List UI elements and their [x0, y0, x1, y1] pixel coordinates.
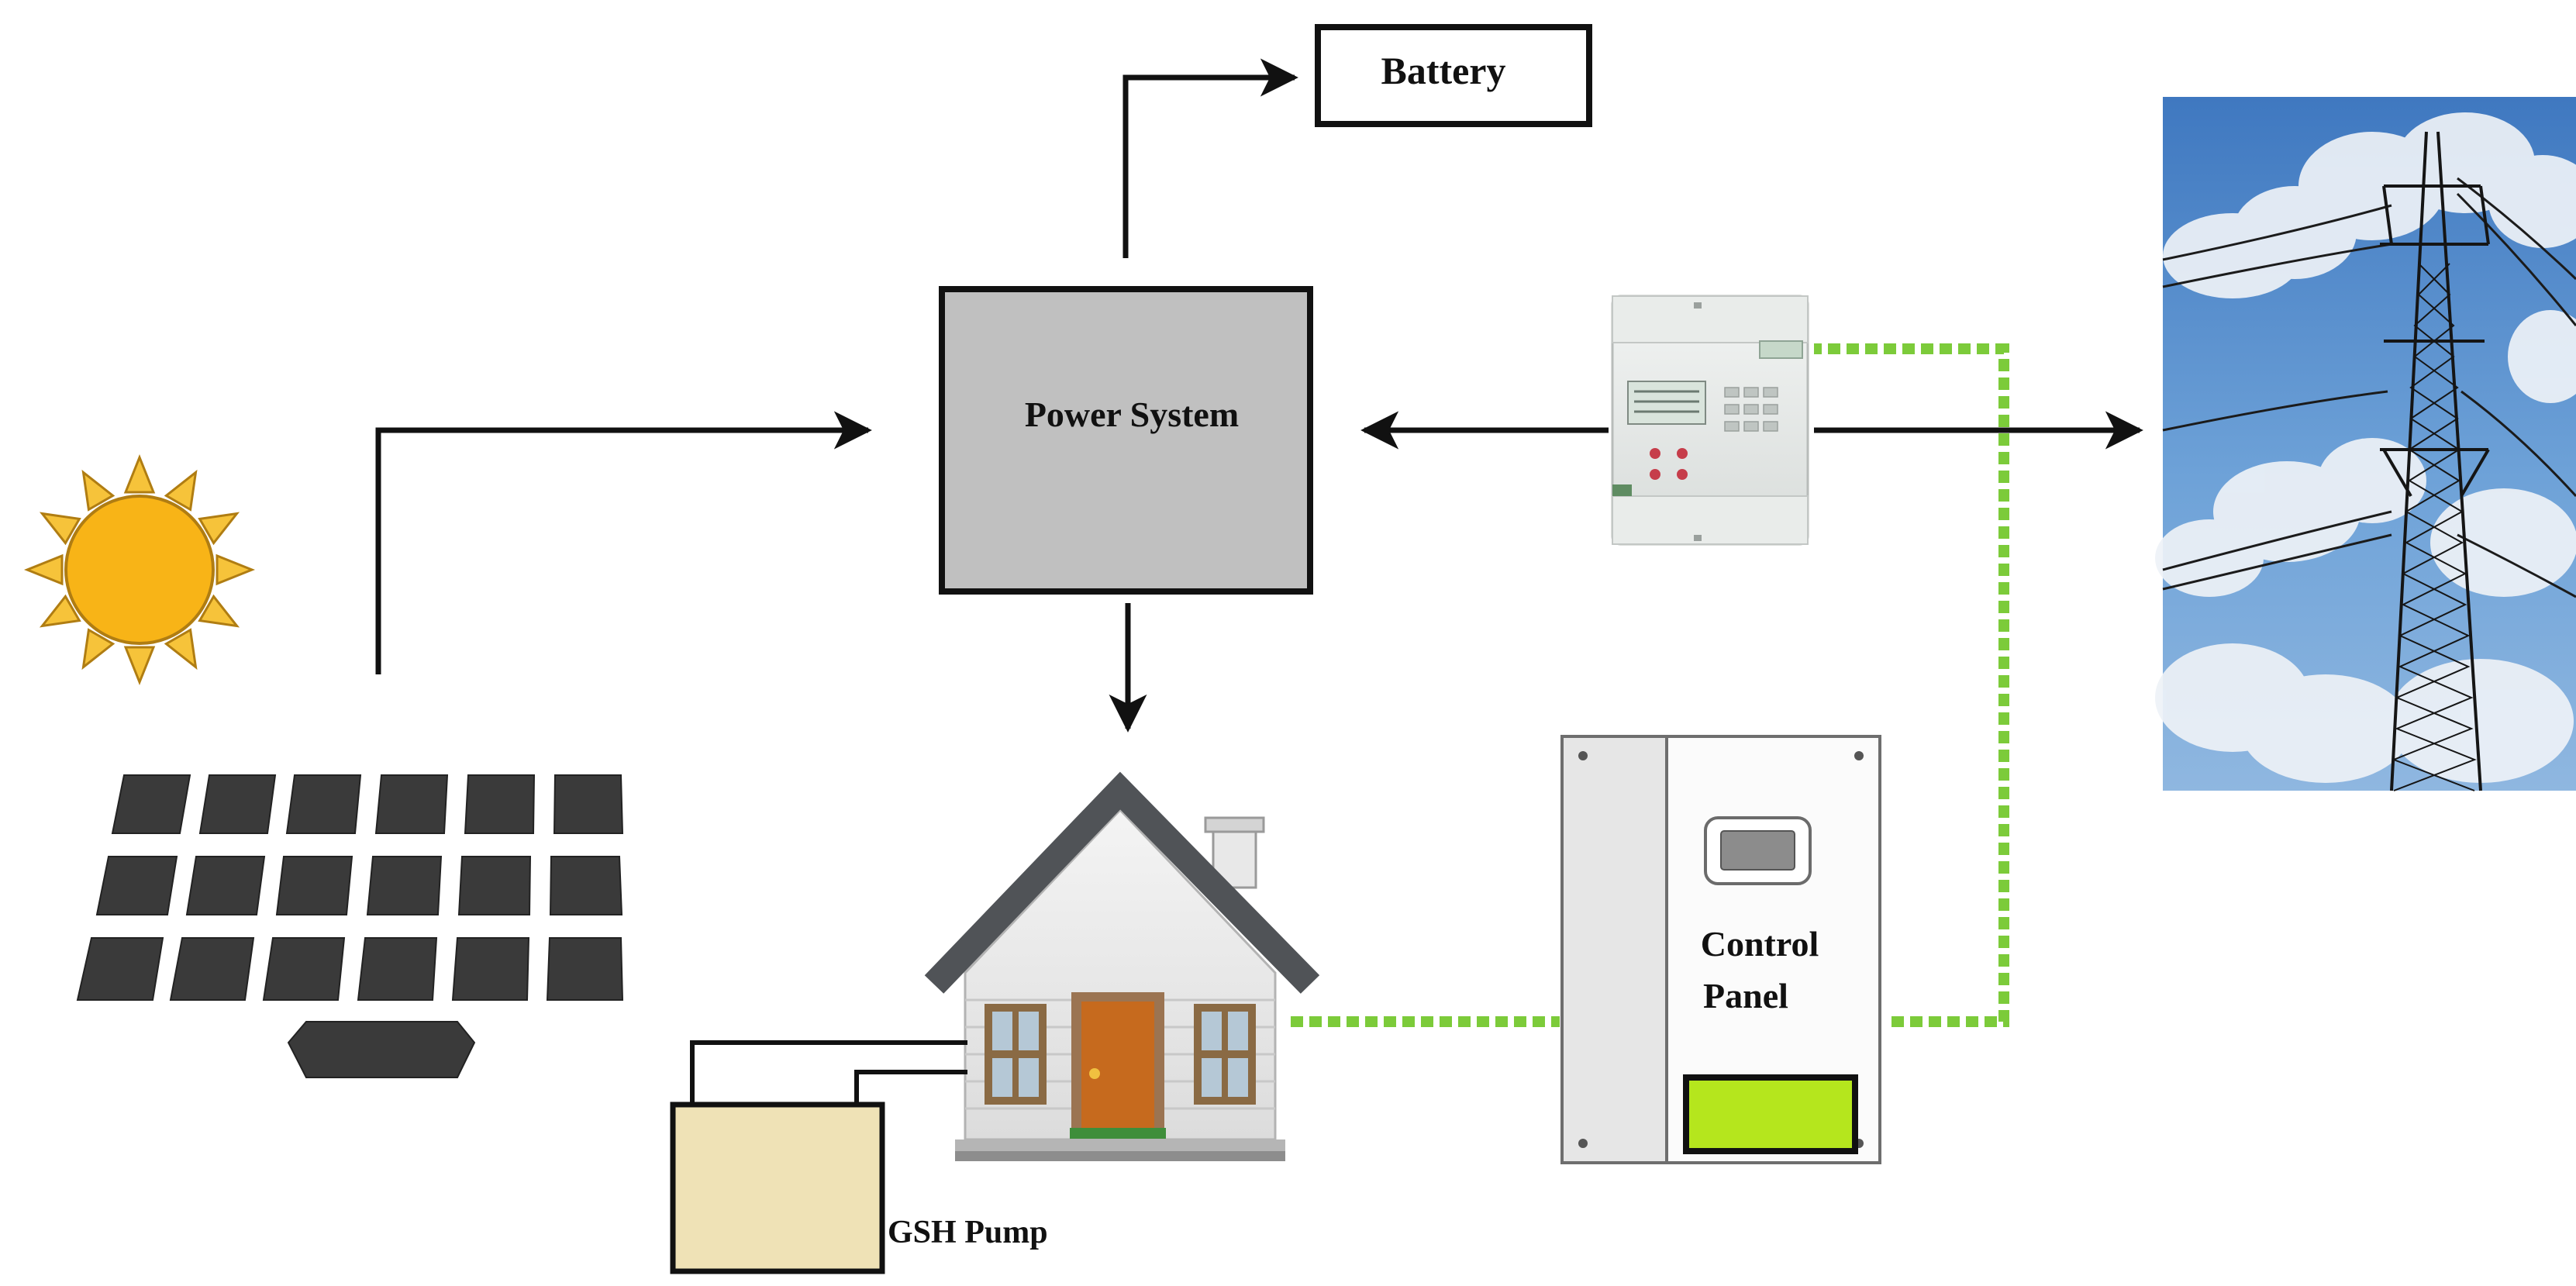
control-panel-label-line1: Control: [1701, 924, 1819, 964]
gsh-pump-label: GSH Pump: [888, 1215, 1048, 1250]
control-panel-screen: [1683, 1074, 1858, 1154]
control-panel-icon: [1560, 735, 1881, 1164]
house-pump-wire-lower: [854, 1070, 967, 1108]
sun-icon: [23, 453, 256, 686]
energy-meter-icon: [1611, 295, 1809, 546]
battery-box: [1315, 24, 1592, 127]
control-panel-meter-link: [1814, 343, 2009, 1027]
control-panel-label-line2: Panel: [1703, 976, 1788, 1015]
power-grid-tower-icon: [2155, 97, 2576, 791]
solar-panel-icon: [76, 774, 624, 1078]
power-system-label: Power System: [1025, 395, 1239, 434]
house-pump-wire-upper: [690, 1040, 967, 1108]
power-to-battery-arrow: [1122, 58, 1298, 258]
solar-to-power-arrow: [375, 411, 872, 674]
gsh-pump-box: [670, 1102, 885, 1274]
house-icon: [924, 771, 1320, 1161]
power-system-box: [939, 286, 1313, 595]
battery-label: Battery: [1381, 49, 1505, 92]
